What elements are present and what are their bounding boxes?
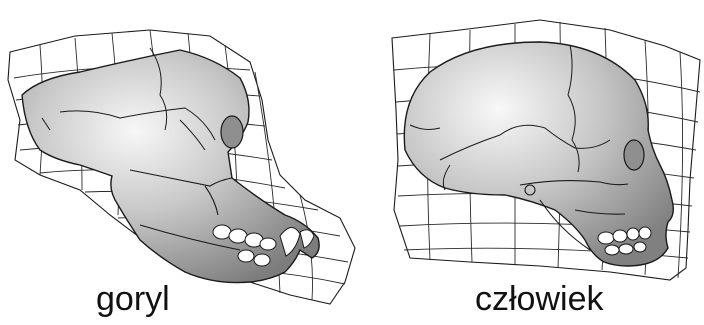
caption-gorilla: goryl xyxy=(96,282,170,316)
gorilla-orbit xyxy=(221,116,243,148)
gorilla-figure xyxy=(8,30,355,304)
human-orbit xyxy=(624,140,644,170)
human-figure xyxy=(392,20,700,280)
caption-human: człowiek xyxy=(475,282,603,316)
